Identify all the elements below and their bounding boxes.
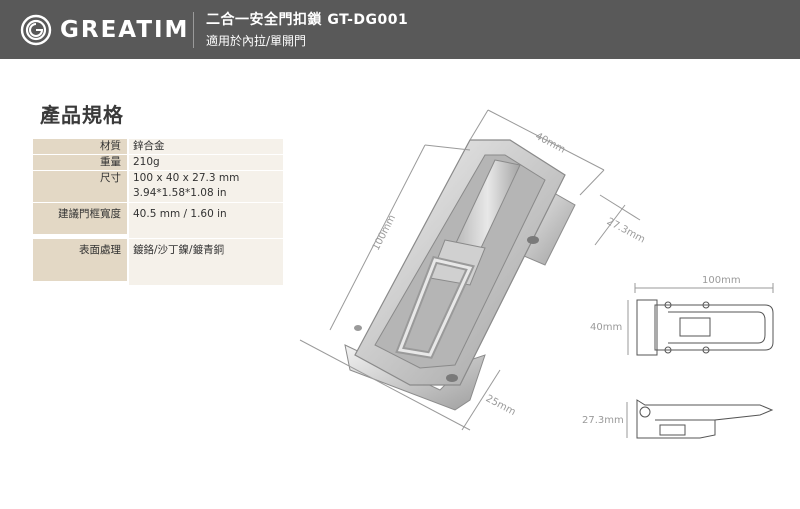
spec-row-size: 尺寸 100 x 40 x 27.3 mm 3.94*1.58*1.08 in bbox=[33, 171, 283, 202]
spec-label: 材質 bbox=[33, 139, 127, 154]
spec-value: 210g bbox=[129, 155, 283, 170]
spec-table: 材質 鋅合金 重量 210g 尺寸 100 x 40 x 27.3 mm 3.9… bbox=[33, 139, 283, 286]
dim-base-label: 25mm bbox=[484, 393, 518, 418]
spec-label: 建議門框寬度 bbox=[33, 203, 127, 234]
spec-row-frame: 建議門框寬度 40.5 mm / 1.60 in bbox=[33, 203, 283, 238]
product-title: 二合一安全門扣鎖 GT-DG001 bbox=[206, 12, 409, 28]
top-view-drawing bbox=[627, 283, 774, 356]
spec-label: 表面處理 bbox=[33, 239, 127, 281]
top-view-width-label: 40mm bbox=[590, 322, 622, 333]
top-view-length-label: 100mm bbox=[702, 275, 741, 286]
section-title: 產品規格 bbox=[40, 103, 124, 127]
header-divider bbox=[193, 12, 194, 48]
spec-label: 尺寸 bbox=[33, 171, 127, 202]
spec-value: 鍍鉻/沙丁鎳/鍍青銅 bbox=[129, 239, 283, 285]
dimension-lines bbox=[299, 109, 641, 431]
greatim-logo-icon bbox=[20, 14, 52, 46]
spec-row-weight: 重量 210g bbox=[33, 155, 283, 170]
spec-value-in: 3.94*1.58*1.08 in bbox=[133, 187, 227, 199]
product-subtitle: 適用於內拉/單開門 bbox=[206, 34, 307, 48]
side-view-drawing bbox=[626, 399, 774, 439]
spec-label: 重量 bbox=[33, 155, 127, 170]
header-bar: GREATIM 二合一安全門扣鎖 GT-DG001 適用於內拉/單開門 bbox=[0, 0, 800, 59]
spec-row-material: 材質 鋅合金 bbox=[33, 139, 283, 154]
spec-value-mm: 100 x 40 x 27.3 mm bbox=[133, 172, 240, 184]
brand-name: GREATIM bbox=[60, 17, 190, 43]
latch-product-image bbox=[344, 139, 576, 411]
dim-width-label: 40mm bbox=[533, 131, 567, 156]
spec-value: 鋅合金 bbox=[129, 139, 283, 154]
dim-length-label: 100mm bbox=[371, 213, 398, 252]
spec-value: 100 x 40 x 27.3 mm 3.94*1.58*1.08 in bbox=[129, 171, 283, 202]
dim-depth-label: 27.3mm bbox=[605, 216, 647, 245]
spec-row-finish: 表面處理 鍍鉻/沙丁鎳/鍍青銅 bbox=[33, 239, 283, 285]
spec-value: 40.5 mm / 1.60 in bbox=[129, 203, 283, 238]
side-view-height-label: 27.3mm bbox=[582, 415, 624, 426]
